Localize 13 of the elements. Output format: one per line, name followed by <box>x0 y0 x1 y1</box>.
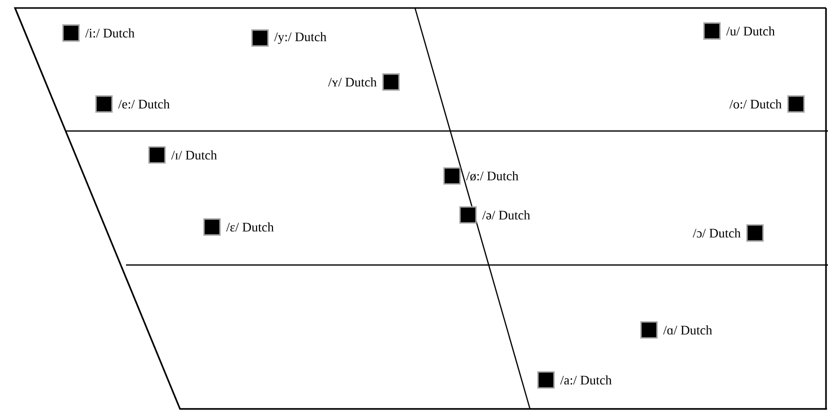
vowel-label: /y:/ Dutch <box>274 32 326 44</box>
vowel-label: /ə/ Dutch <box>482 210 530 220</box>
vowel-label: /o:/ Dutch <box>729 99 782 109</box>
vowel-label: /ɛ/ Dutch <box>226 222 274 232</box>
vowel-label: /ɑ/ Dutch <box>663 325 712 335</box>
vowel-label: /a:/ Dutch <box>560 375 612 385</box>
vowel-label: /ʏ/ Dutch <box>328 77 377 87</box>
vowel-label: /u/ Dutch <box>726 26 775 36</box>
vowel-label: /ø:/ Dutch <box>466 171 518 181</box>
vowel-label: /ɪ/ Dutch <box>171 150 217 160</box>
vowel-label: /e:/ Dutch <box>118 99 170 109</box>
vowel-label: /i:/ Dutch <box>85 28 135 38</box>
vowel-label: /ɔ/ Dutch <box>692 228 741 238</box>
